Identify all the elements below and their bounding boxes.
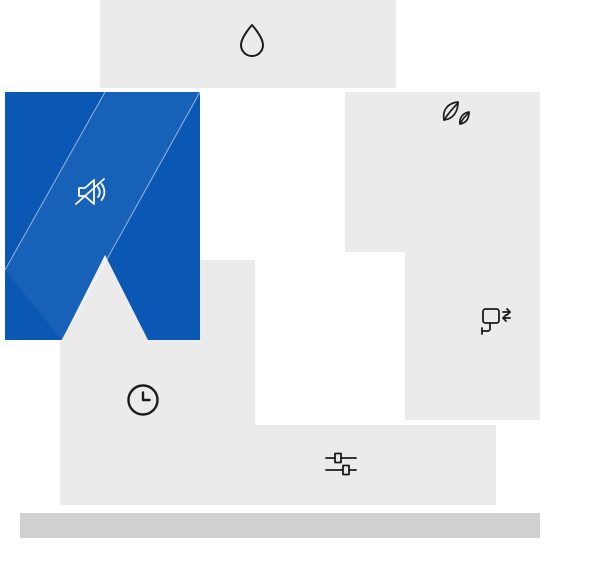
device-transfer-icon [476,301,516,341]
transfer-tile[interactable] [405,92,540,420]
ribbon-fold-line [61,92,200,341]
clock-icon [123,380,163,420]
bottom-bar [20,513,540,538]
speaker-muted-icon [68,170,112,214]
water-level-tile[interactable] [100,0,396,88]
ribbon-fold-line [5,92,106,271]
ribbon-fold-shade [5,92,200,340]
leaf-icon [436,94,476,134]
ribbon-shape [5,92,200,340]
sliders-icon [323,448,359,480]
water-drop-icon [234,22,270,62]
mute-ribbon[interactable] [5,92,200,345]
